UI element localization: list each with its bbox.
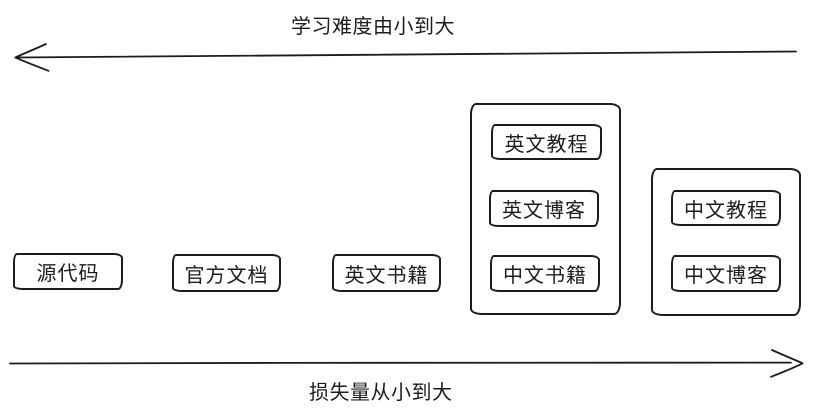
node-english-blogs-label: 英文博客 (502, 200, 586, 222)
node-chinese-tutorials-label: 中文教程 (684, 199, 768, 222)
node-english-books: 英文书籍 (332, 254, 441, 292)
node-source-code: 源代码 (13, 253, 123, 290)
loss-axis-right-arrow-icon (9, 349, 804, 378)
group-english-resources: 英文教程 英文博客 中文书籍 (470, 103, 621, 315)
node-chinese-books: 中文书籍 (490, 255, 600, 292)
node-english-blogs: 英文博客 (489, 190, 599, 227)
node-official-docs-label: 官方文档 (184, 264, 269, 287)
node-chinese-tutorials: 中文教程 (671, 190, 781, 226)
difficulty-axis-left-arrow-icon (14, 43, 797, 72)
node-english-books-label: 英文书籍 (344, 264, 429, 287)
loss-axis-label: 损失量从小到大 (309, 382, 453, 404)
node-english-tutorials-label: 英文教程 (504, 133, 589, 156)
node-official-docs: 官方文档 (172, 254, 281, 292)
node-english-tutorials: 英文教程 (491, 124, 602, 160)
node-chinese-books-label: 中文书籍 (503, 265, 587, 287)
node-chinese-blogs: 中文博客 (671, 255, 781, 292)
node-chinese-blogs-label: 中文博客 (684, 265, 768, 287)
group-chinese-resources: 中文教程 中文博客 (651, 168, 801, 316)
node-source-code-label: 源代码 (36, 263, 100, 285)
difficulty-axis-label: 学习难度由小到大 (291, 16, 455, 38)
